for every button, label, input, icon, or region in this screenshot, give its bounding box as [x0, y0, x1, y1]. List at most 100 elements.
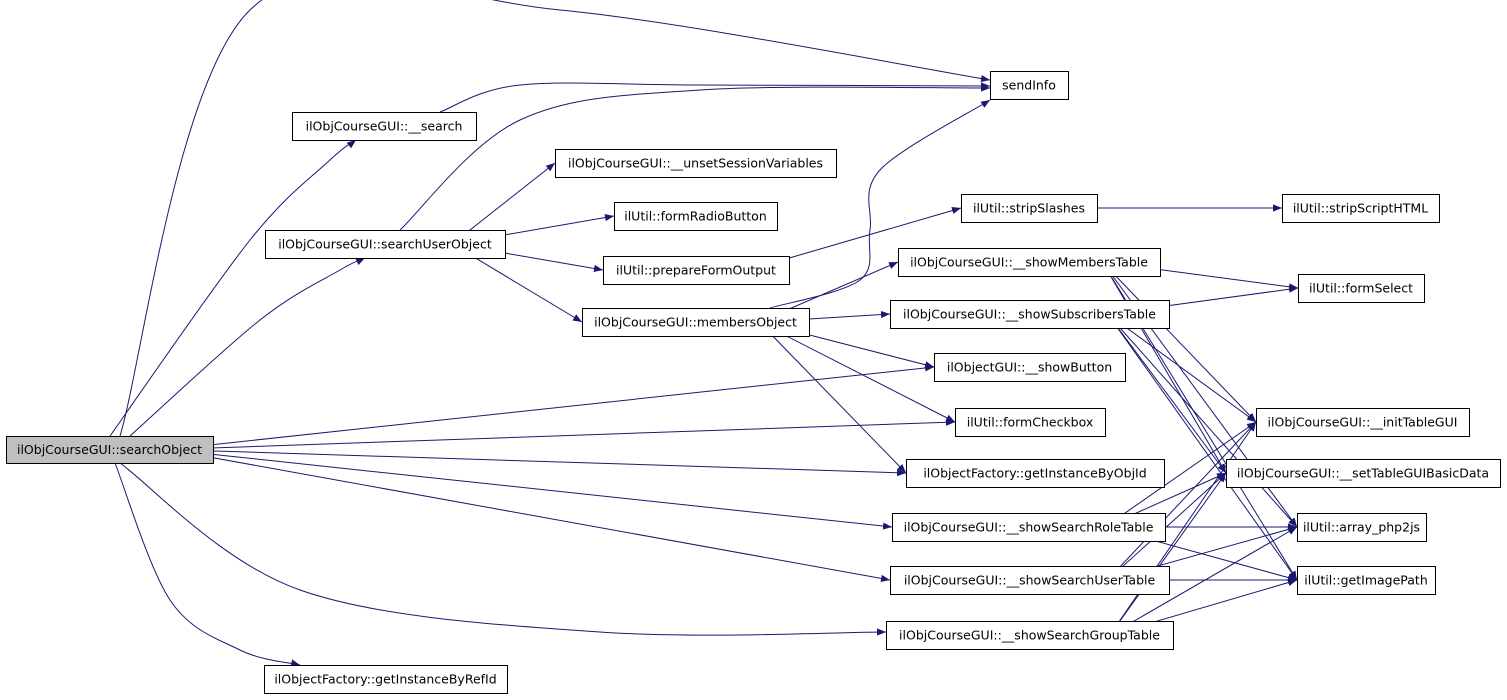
- edge-searchObject-to-showSearchRoleTable: [167, 449, 893, 530]
- node-label: ilObjCourseGUI::__unsetSessionVariables: [568, 156, 823, 171]
- edge-searchObject-to-search: [109, 139, 357, 437]
- node-box: [934, 353, 1126, 382]
- node-unsetSessionVariables[interactable]: ilObjCourseGUI::__unsetSessionVariables: [555, 149, 837, 178]
- node-label: ilObjCourseGUI::__search: [306, 119, 463, 134]
- node-box: [890, 300, 1170, 329]
- node-label: ilObjectFactory::getInstanceByObjId: [923, 466, 1146, 481]
- edge-showMembersTable-to-setTableGUIBasicData: [1101, 261, 1227, 474]
- edge-showSearchUserTable-to-initTableGUI: [1107, 421, 1257, 581]
- node-label: ilUtil::array_php2js: [1303, 520, 1420, 535]
- node-showSubscribersTable[interactable]: ilObjCourseGUI::__showSubscribersTable: [890, 300, 1170, 329]
- node-box: [292, 112, 477, 141]
- node-formCheckbox[interactable]: ilUtil::formCheckbox: [955, 408, 1106, 437]
- node-label: ilUtil::formRadioButton: [624, 209, 767, 224]
- node-label: sendInfo: [1002, 78, 1056, 93]
- node-search[interactable]: ilObjCourseGUI::__search: [292, 112, 477, 141]
- node-showButton[interactable]: ilObjectGUI::__showButton: [934, 353, 1126, 382]
- edge-showMembersTable-to-initTableGUI: [1101, 261, 1257, 423]
- node-showSearchRoleTable[interactable]: ilObjCourseGUI::__showSearchRoleTable: [892, 513, 1166, 542]
- node-getInstanceByRefId[interactable]: ilObjectFactory::getInstanceByRefId: [264, 665, 508, 694]
- node-searchObject[interactable]: ilObjCourseGUI::searchObject: [6, 436, 214, 464]
- node-label: ilObjCourseGUI::__initTableGUI: [1268, 415, 1458, 430]
- node-label: ilObjCourseGUI::membersObject: [594, 315, 797, 330]
- edge-membersObject-to-formCheckbox: [758, 321, 956, 423]
- node-box: [6, 436, 214, 464]
- node-label: ilObjCourseGUI::__showMembersTable: [910, 255, 1148, 270]
- node-box: [990, 71, 1069, 100]
- edge-searchObject-to-formCheckbox: [167, 418, 956, 450]
- node-box: [582, 308, 810, 337]
- edge-showSearchGroupTable-to-initTableGUI: [1109, 421, 1257, 636]
- node-formSelect[interactable]: ilUtil::formSelect: [1298, 274, 1425, 303]
- edge-membersObject-to-sendInfo: [769, 99, 991, 309]
- node-label: ilUtil::getImagePath: [1304, 573, 1428, 588]
- node-box: [890, 566, 1170, 595]
- edge-membersObject-to-getInstanceByObjId: [758, 321, 907, 474]
- edge-searchObject-to-searchUserObject: [129, 257, 366, 437]
- node-box: [955, 408, 1106, 437]
- node-array_php2js[interactable]: ilUtil::array_php2js: [1297, 513, 1427, 542]
- node-box: [264, 665, 508, 694]
- node-box: [1297, 566, 1436, 595]
- edge-searchUserObject-to-sendInfo: [399, 84, 991, 231]
- node-sendInfo[interactable]: sendInfo: [990, 71, 1069, 100]
- node-stripSlashes[interactable]: ilUtil::stripSlashes: [961, 194, 1098, 223]
- edge-showSearchRoleTable-to-initTableGUI: [1104, 421, 1257, 528]
- node-label: ilObjCourseGUI::__showSearchRoleTable: [904, 520, 1154, 535]
- edge-showSearchUserTable-to-setTableGUIBasicData: [1107, 472, 1227, 581]
- node-initTableGUI[interactable]: ilObjCourseGUI::__initTableGUI: [1256, 408, 1470, 437]
- edge-searchObject-to-getInstanceByObjId: [167, 449, 907, 477]
- node-label: ilUtil::stripScriptHTML: [1293, 201, 1428, 216]
- node-getImagePath[interactable]: ilUtil::getImagePath: [1297, 566, 1436, 595]
- node-box: [1282, 194, 1440, 223]
- node-membersObject[interactable]: ilObjCourseGUI::membersObject: [582, 308, 810, 337]
- edge-searchObject-to-showButton: [167, 364, 935, 450]
- node-label: ilUtil::formCheckbox: [967, 415, 1094, 430]
- node-box: [961, 194, 1098, 223]
- node-label: ilObjectFactory::getInstanceByRefId: [274, 672, 496, 687]
- node-showSearchGroupTable[interactable]: ilObjCourseGUI::__showSearchGroupTable: [886, 621, 1174, 650]
- edge-showSubscribersTable-to-setTableGUIBasicData: [1107, 313, 1227, 474]
- node-prepareFormOutput[interactable]: ilUtil::prepareFormOutput: [603, 256, 790, 285]
- edge-showSearchGroupTable-to-array_php2js: [1109, 526, 1298, 636]
- edge-showSearchGroupTable-to-setTableGUIBasicData: [1109, 472, 1227, 636]
- node-box: [265, 230, 506, 259]
- node-label: ilObjCourseGUI::__showSearchUserTable: [904, 573, 1156, 588]
- node-label: ilObjectGUI::__showButton: [947, 360, 1112, 375]
- node-label: ilObjCourseGUI::__setTableGUIBasicData: [1237, 466, 1489, 481]
- node-box: [898, 248, 1161, 277]
- edge-search-to-sendInfo: [439, 82, 991, 113]
- edge-searchObject-to-sendInfo: [119, 0, 991, 437]
- node-getInstanceByObjId[interactable]: ilObjectFactory::getInstanceByObjId: [906, 459, 1165, 488]
- node-label: ilUtil::stripSlashes: [973, 201, 1085, 216]
- edge-showSubscribersTable-to-initTableGUI: [1107, 313, 1257, 423]
- node-box: [555, 149, 837, 178]
- node-label: ilObjCourseGUI::__showSearchGroupTable: [899, 628, 1160, 643]
- node-box: [1297, 513, 1427, 542]
- node-stripScriptHTML[interactable]: ilUtil::stripScriptHTML: [1282, 194, 1440, 223]
- node-label: ilUtil::formSelect: [1309, 281, 1413, 296]
- node-box: [892, 513, 1166, 542]
- node-setTableGUIBasicData[interactable]: ilObjCourseGUI::__setTableGUIBasicData: [1226, 459, 1501, 488]
- node-box: [1256, 408, 1470, 437]
- node-box: [603, 256, 790, 285]
- node-label: ilObjCourseGUI::__showSubscribersTable: [903, 307, 1156, 322]
- node-layer: ilObjCourseGUI::searchObject sendInfoilOb…: [6, 71, 1501, 694]
- node-box: [906, 459, 1165, 488]
- node-label: ilObjCourseGUI::searchUserObject: [278, 237, 492, 252]
- node-box: [614, 202, 778, 231]
- node-label: ilObjCourseGUI::searchObject: [17, 442, 202, 457]
- node-formRadioButton[interactable]: ilUtil::formRadioButton: [614, 202, 778, 231]
- node-searchUserObject[interactable]: ilObjCourseGUI::searchUserObject: [265, 230, 506, 259]
- edge-showSubscribersTable-to-array_php2js: [1107, 313, 1298, 528]
- edge-searchObject-to-getInstanceByRefId: [114, 462, 301, 667]
- node-box: [1226, 459, 1501, 488]
- node-showMembersTable[interactable]: ilObjCourseGUI::__showMembersTable: [898, 248, 1161, 277]
- node-box: [1298, 274, 1425, 303]
- node-box: [886, 621, 1174, 650]
- node-showSearchUserTable[interactable]: ilObjCourseGUI::__showSearchUserTable: [890, 566, 1170, 595]
- edge-searchObject-to-showSearchUserTable: [167, 449, 891, 582]
- edge-searchObject-to-showSearchGroupTable: [119, 462, 887, 636]
- node-label: ilUtil::prepareFormOutput: [616, 263, 776, 278]
